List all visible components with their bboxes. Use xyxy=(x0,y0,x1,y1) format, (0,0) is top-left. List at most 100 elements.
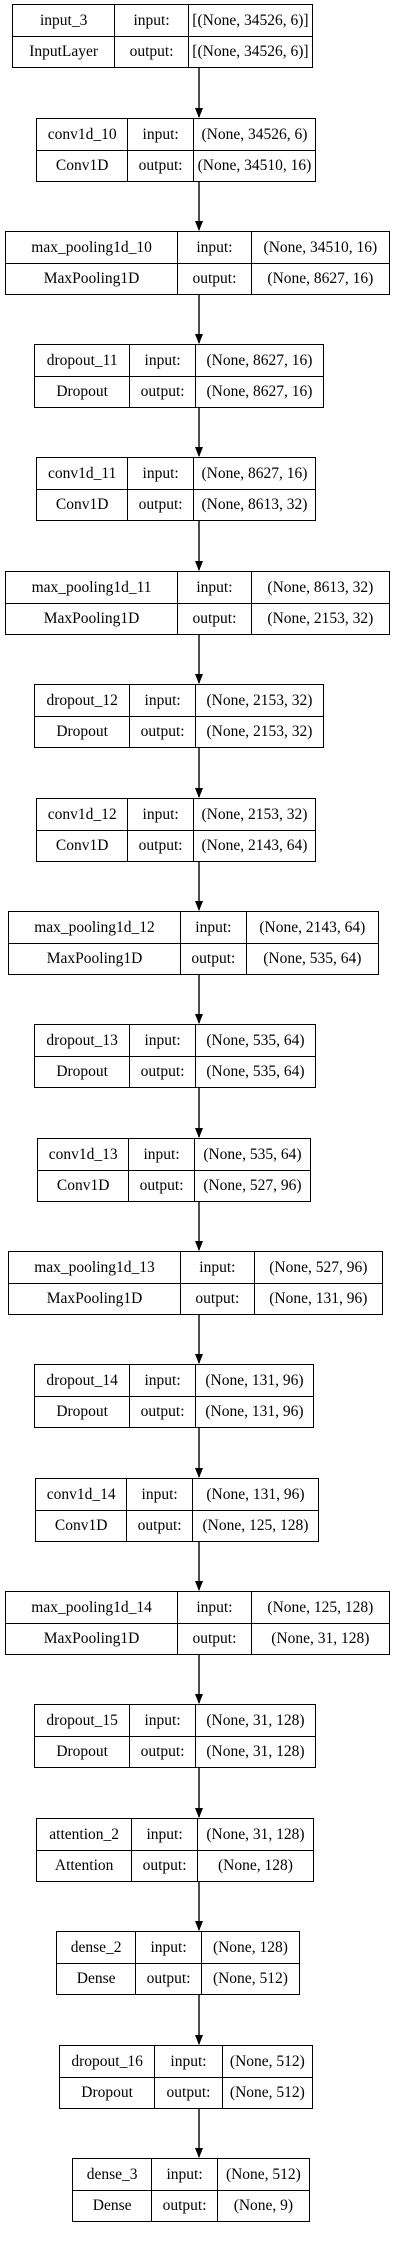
layer-type: InputLayer xyxy=(13,36,116,67)
layer-type: Dropout xyxy=(35,1056,131,1087)
layer-type: Dense xyxy=(73,2190,153,2221)
output-label: output: xyxy=(178,263,252,294)
input-label: input: xyxy=(127,1479,193,1510)
output-shape: (None, 31, 128) xyxy=(271,1629,370,1647)
input-shape: (None, 2153, 32) xyxy=(206,691,313,709)
input-label: input: xyxy=(130,1025,196,1056)
output-label: output: xyxy=(115,36,189,67)
input-label: input: xyxy=(129,1139,195,1170)
input-shape: (None, 31, 128) xyxy=(206,1825,305,1843)
input-label: input: xyxy=(181,1252,255,1283)
input-shape: (None, 535, 64) xyxy=(206,1031,305,1049)
input-shape: (None, 512) xyxy=(229,2052,305,2070)
layer-name: dense_3 xyxy=(73,2159,153,2190)
output-shape: (None, 8627, 16) xyxy=(206,382,313,400)
input-shape: (None, 131, 96) xyxy=(206,1485,305,1503)
output-label: output: xyxy=(129,1170,195,1201)
output-label: output: xyxy=(181,943,247,974)
output-shape: (None, 527, 96) xyxy=(203,1176,302,1194)
output-label: output: xyxy=(130,1056,196,1087)
layer-name: dropout_15 xyxy=(35,1705,131,1736)
output-label: output: xyxy=(128,830,194,861)
layer-type: MaxPooling1D xyxy=(9,1283,182,1314)
output-shape: (None, 31, 128) xyxy=(206,1742,305,1760)
input-label: input: xyxy=(128,799,194,830)
output-label: output: xyxy=(130,376,196,407)
input-shape: (None, 34526, 6) xyxy=(201,125,308,143)
layer-type: MaxPooling1D xyxy=(9,943,182,974)
input-label: input: xyxy=(130,1705,196,1736)
input-label: input: xyxy=(178,572,252,603)
input-label: input: xyxy=(130,345,196,376)
input-label: input: xyxy=(155,2046,223,2077)
input-shape: [(None, 34526, 6)] xyxy=(192,11,309,29)
layer-type: Conv1D xyxy=(37,150,129,181)
input-shape: (None, 34510, 16) xyxy=(263,238,378,256)
output-shape: (None, 2153, 32) xyxy=(206,722,313,740)
output-label: output: xyxy=(136,1963,202,1994)
output-shape: (None, 8627, 16) xyxy=(267,269,374,287)
layer-type: Conv1D xyxy=(36,1510,128,1541)
input-shape: (None, 8627, 16) xyxy=(201,464,308,482)
output-label: output: xyxy=(130,1736,196,1767)
input-label: input: xyxy=(130,685,196,716)
output-label: output: xyxy=(178,1623,252,1654)
layer-type: Dropout xyxy=(35,716,131,747)
output-shape: (None, 512) xyxy=(229,2083,305,2101)
layer-name: dropout_12 xyxy=(35,685,131,716)
layer-type: MaxPooling1D xyxy=(6,263,179,294)
layer-name: max_pooling1d_10 xyxy=(6,232,179,263)
output-label: output: xyxy=(130,716,196,747)
output-label: output: xyxy=(128,150,194,181)
layer-name: dropout_13 xyxy=(35,1025,131,1056)
input-label: input: xyxy=(181,912,247,943)
layer-name: dropout_14 xyxy=(35,1365,131,1396)
output-label: output: xyxy=(128,489,194,520)
layer-type: MaxPooling1D xyxy=(6,603,179,634)
input-shape: (None, 2153, 32) xyxy=(201,805,308,823)
layer-type: Dropout xyxy=(35,1736,131,1767)
input-label: input: xyxy=(136,1932,202,1963)
input-shape: (None, 8627, 16) xyxy=(206,351,313,369)
input-shape: (None, 527, 96) xyxy=(269,1258,368,1276)
input-label: input: xyxy=(128,119,194,150)
layer-name: attention_2 xyxy=(37,1819,133,1850)
layer-name: max_pooling1d_11 xyxy=(6,572,179,603)
input-shape: (None, 535, 64) xyxy=(203,1145,302,1163)
layer-type: Dense xyxy=(57,1963,137,1994)
input-label: input: xyxy=(128,458,194,489)
layer-name: max_pooling1d_12 xyxy=(9,912,182,943)
layer-name: conv1d_13 xyxy=(38,1139,130,1170)
input-label: input: xyxy=(132,1819,198,1850)
layer-type: Conv1D xyxy=(37,489,129,520)
output-label: output: xyxy=(178,603,252,634)
output-shape: (None, 131, 96) xyxy=(269,1289,368,1307)
output-label: output: xyxy=(152,2190,218,2221)
output-shape: (None, 34510, 16) xyxy=(197,156,312,174)
input-label: input: xyxy=(178,232,252,263)
input-label: input: xyxy=(152,2159,218,2190)
output-shape: (None, 131, 96) xyxy=(205,1402,304,1420)
layer-type: Dropout xyxy=(35,376,131,407)
input-shape: (None, 131, 96) xyxy=(205,1371,304,1389)
input-label: input: xyxy=(115,5,189,36)
layer-name: input_3 xyxy=(13,5,116,36)
output-shape: (None, 535, 64) xyxy=(206,1062,305,1080)
